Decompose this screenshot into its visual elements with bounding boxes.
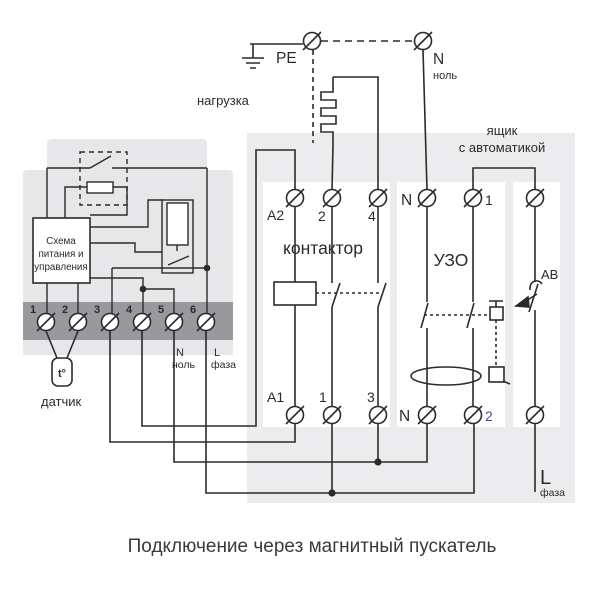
relay-symbol	[161, 199, 194, 274]
breaker-symbol	[513, 207, 543, 492]
breaker-label: АВ	[541, 267, 558, 282]
uzo-n-top-label: N	[401, 192, 412, 209]
terminal-4-label: 4	[126, 304, 133, 316]
sensor-label: датчик	[41, 394, 82, 409]
strip-phase-sublabel: фаза	[211, 359, 236, 371]
uzo-label: УЗО	[434, 250, 469, 270]
automation-box-label-2: с автоматикой	[459, 140, 545, 155]
load-heater-symbol	[320, 76, 379, 191]
contactor-coil	[273, 281, 317, 306]
contactor-label: контактор	[283, 238, 363, 258]
contactor-a1-label: A1	[267, 389, 284, 405]
terminal-3-label: 3	[94, 304, 100, 316]
terminal-6-label: 6	[190, 304, 196, 316]
contactor-symbol	[273, 207, 387, 493]
uzo-1-label: 1	[485, 192, 493, 208]
neutral-top-label: N	[433, 51, 444, 68]
terminal-circles	[36, 31, 545, 425]
automation-box-label-1: ящик	[487, 123, 518, 138]
temp-sensor-symbol	[51, 357, 73, 387]
load-label: нагрузка	[197, 93, 250, 108]
contactor-1-label: 1	[319, 389, 327, 405]
control-box-label-1: Схема	[46, 236, 76, 247]
resistor-symbol	[86, 181, 114, 194]
pe-label: PE	[276, 50, 297, 67]
control-box	[32, 217, 91, 284]
pe-ground-symbol	[242, 40, 428, 191]
caption: Подключение через магнитный пускатель	[128, 536, 497, 557]
strip-neutral-sublabel: ноль	[172, 359, 196, 371]
strip-phase-label: L	[214, 347, 220, 359]
differential-transformer	[410, 366, 482, 386]
contactor-a2-label: A2	[267, 207, 284, 223]
contactor-2-label: 2	[318, 208, 326, 224]
control-box-label-3: управления	[34, 262, 87, 273]
contactor-4-label: 4	[368, 208, 376, 224]
uzo-symbol	[410, 167, 536, 406]
control-box-label-2: питания и	[39, 249, 84, 260]
automation-box-panel	[247, 133, 575, 503]
contactor-3-label: 3	[367, 389, 375, 405]
internal-circuit	[46, 151, 211, 313]
sensor-symbol-label: t°	[58, 368, 66, 380]
terminal-1-label: 1	[30, 304, 36, 316]
test-button	[489, 300, 503, 307]
phase-in-sublabel: фаза	[540, 487, 565, 499]
thermostat-housing	[23, 139, 233, 355]
labels: PE нагрузка N ноль ящик с автоматикой Сх…	[30, 50, 565, 557]
strip-neutral-label: N	[176, 347, 184, 359]
uzo-2-label: 2	[485, 408, 493, 424]
external-wiring	[109, 149, 475, 497]
phase-in-label: L	[540, 467, 551, 489]
terminal-5-label: 5	[158, 304, 164, 316]
uzo-n-bottom-label: N	[399, 408, 410, 425]
sensor-wiring	[45, 330, 79, 387]
terminal-2-label: 2	[62, 304, 68, 316]
neutral-top-sublabel: ноль	[433, 70, 457, 82]
